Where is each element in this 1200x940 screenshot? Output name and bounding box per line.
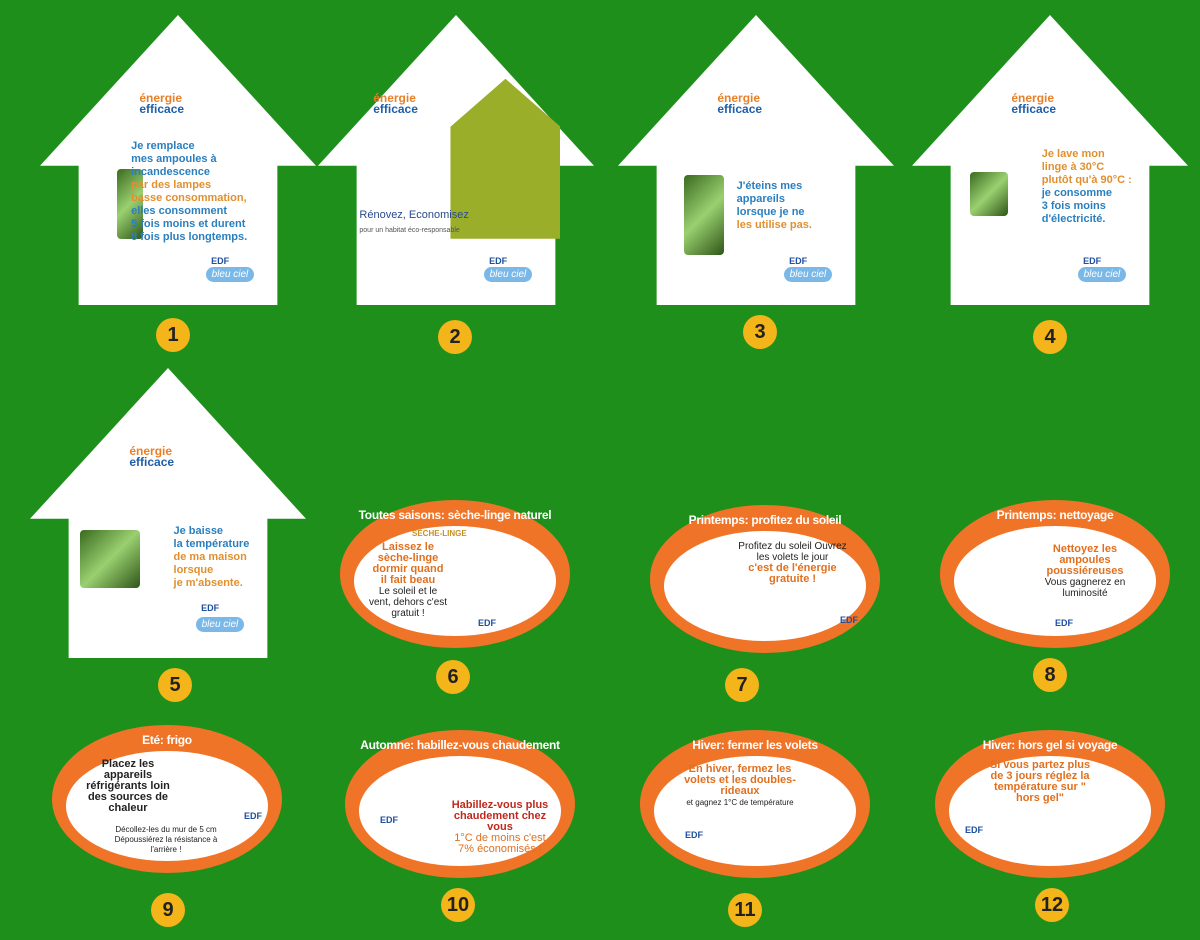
oval-note: Décollez-les du mur de 5 cm Dépoussiérez…: [114, 825, 218, 854]
oval-headline: c'est de l'énergie gratuite !: [748, 562, 837, 585]
oval-magnet-7: Printemps: profitez du soleil Profitez d…: [650, 505, 880, 653]
number-badge: 11: [728, 893, 762, 927]
oval-magnet-6: Toutes saisons: sèche-linge naturel SÈCH…: [340, 500, 570, 648]
bulb-icon: [117, 168, 144, 239]
hand-power-icon: [684, 174, 725, 255]
oval-title: Hiver: hors gel si voyage: [982, 738, 1118, 752]
number-badge: 3: [743, 315, 777, 349]
washing-machine-icon: [969, 171, 1008, 216]
number-badge: 9: [151, 893, 185, 927]
number-badge: 6: [436, 660, 470, 694]
number-badge: 2: [438, 320, 472, 354]
bleu-ciel-logo: bleu ciel: [783, 267, 833, 283]
oval-title: Printemps: nettoyage: [996, 508, 1114, 522]
oval-headline: Habillez-vous plus chaudement chez vous: [451, 799, 549, 833]
oval-title: Printemps: profitez du soleil: [688, 513, 842, 527]
bleu-ciel-logo: bleu ciel: [483, 267, 533, 283]
oval-headline: Nettoyez les ampoules poussiéreuses: [1046, 543, 1124, 577]
oval-body: et gagnez 1°C de température: [686, 798, 794, 807]
edf-logo: EDF: [478, 618, 496, 628]
oval-magnet-12: Hiver: hors gel si voyage Si vous partez…: [935, 730, 1165, 878]
oval-body: 1°C de moins c'est 7% économisés !: [454, 832, 546, 855]
oval-label: SÈCHE-LINGE: [412, 529, 467, 538]
radiator-icon: [79, 530, 140, 589]
number-badge: 10: [441, 888, 475, 922]
edf-logo: EDF: [380, 815, 398, 825]
oval-body: Placez les appareils réfrigérants loin d…: [86, 758, 170, 814]
oval-headline: Si vous partez plus de 3 jours réglez la…: [989, 759, 1091, 804]
oval-title: Automne: habillez-vous chaudement: [360, 738, 560, 752]
edf-logo: EDF: [244, 811, 262, 821]
oval-magnet-8: Printemps: nettoyage Nettoyez les ampoul…: [940, 500, 1170, 648]
bleu-ciel-logo: bleu ciel: [205, 267, 255, 283]
house-text: Rénovez, Economisez: [359, 209, 469, 222]
edf-logo: EDF: [965, 825, 983, 835]
oval-magnet-10: Automne: habillez-vous chaudement Habill…: [345, 730, 575, 878]
bleu-ciel-logo: bleu ciel: [1077, 267, 1127, 283]
oval-headline: Laissez le sèche-linge dormir quand il f…: [372, 541, 444, 586]
bleu-ciel-logo: bleu ciel: [195, 617, 245, 633]
edf-logo: EDF: [840, 615, 858, 625]
oval-headline: En hiver, fermez les volets et les doubl…: [684, 763, 796, 797]
oval-title: Hiver: fermer les volets: [692, 738, 818, 752]
number-badge: 4: [1033, 320, 1067, 354]
number-badge: 8: [1033, 658, 1067, 692]
oval-body: Profitez du soleil Ouvrez les volets le …: [738, 541, 847, 563]
oval-body: Le soleil et le vent, dehors c'est gratu…: [368, 586, 448, 619]
edf-logo: EDF: [489, 255, 508, 266]
number-badge: 12: [1035, 888, 1069, 922]
edf-logo: EDF: [1055, 618, 1073, 628]
edf-logo: EDF: [1083, 255, 1102, 266]
number-badge: 1: [156, 318, 190, 352]
oval-magnet-9: Eté: frigo Placez les appareils réfrigér…: [52, 725, 282, 873]
oval-title: Toutes saisons: sèche-linge naturel: [358, 508, 552, 522]
edf-logo: EDF: [789, 255, 808, 266]
edf-logo: EDF: [685, 830, 703, 840]
edf-logo: EDF: [201, 602, 220, 613]
oval-magnet-11: Hiver: fermer les volets En hiver, ferme…: [640, 730, 870, 878]
oval-body: Vous gagnerez en luminosité: [1044, 577, 1126, 599]
number-badge: 5: [158, 668, 192, 702]
oval-title: Eté: frigo: [142, 733, 192, 747]
number-badge: 7: [725, 668, 759, 702]
house-subtext: pour un habitat éco-responsable: [359, 226, 460, 234]
edf-logo: EDF: [211, 255, 230, 266]
